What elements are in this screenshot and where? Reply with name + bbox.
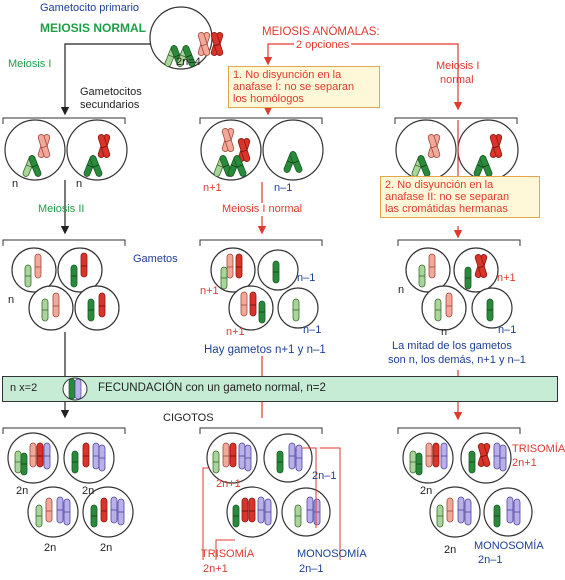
mid-gamete-4: n–1 [303,324,322,336]
mid-gamete-3: n+1 [226,326,245,338]
right-monosomy: MONOSOMÍA [474,540,544,552]
anomalous-title: MEIOSIS ANÓMALAS: [262,26,380,38]
right-gamete-4: n–1 [498,324,517,336]
normal-meiosis-title: MEIOSIS NORMAL [40,21,147,35]
right-gamete-3: n [441,326,448,338]
right-summary-1: La mitad de los gametos [392,340,512,352]
right-monosomy-value: 2n–1 [478,554,503,566]
bar-text: FECUNDACIÓN con un gameto normal, n=2 [98,382,326,394]
right-meiosis1-label-2: normal [440,74,474,86]
mid-monosomy: MONOSOMÍA [297,548,367,560]
right-meiosis1-label-1: Meiosis I [436,60,480,72]
zyg-left-2: 2n [82,485,95,497]
zygotes-label: CIGOTOS [163,412,214,424]
mid-gamete-1: n+1 [200,285,219,297]
zyg-left-4: 2n [100,542,113,554]
mid-meiosis-normal: Meiosis I normal [220,203,305,216]
gametes-label: Gametos [133,253,178,265]
right-gamete-2: n+1 [497,272,516,284]
primary-label: Gametocito primario [40,2,140,14]
secondary-label-1: Gametocitos [80,86,142,98]
zyg-right-2: 2n [444,544,457,556]
zyg-mid-1: 2n+1 [216,478,241,490]
mid-np1: n+1 [203,182,222,194]
mid-gamete-2: n–1 [297,272,316,284]
mid-trisomy: TRISOMÍA [201,548,255,560]
anomalous-options: 2 opciones [294,39,352,52]
mid-summary: Hay gametos n+1 y n–1 [204,344,326,356]
fertilization-bar [2,376,558,402]
right-trisomy-value: 2n+1 [512,457,537,469]
right-trisomy: TRISOMÍA [512,443,565,455]
mid-monosomy-value: 2n–1 [299,563,324,575]
bar-left-label: n x=2 [10,382,38,394]
secondary-label-2: secundarios [80,99,140,111]
right-summary-2: son n, los demás, n+1 y n–1 [388,354,526,366]
ploidy-label: 2n=4 [176,56,201,68]
zyg-right-1: 2n [420,485,433,497]
mid-nm1: n–1 [274,182,293,194]
meiosis2-label: Meiosis II [38,203,85,215]
zyg-left-1: 2n [16,485,29,497]
sperm-chromosome-icon [62,377,88,401]
mid-trisomy-value: 2n+1 [203,563,228,575]
left-gamete-n-1: n [8,294,15,306]
right-gamete-1: n [398,284,405,296]
zyg-mid-2: 2n–1 [312,470,337,482]
left-n-2: n [76,178,83,190]
note-anaphase-2: 2. No disyunción en la anafase II: no se… [380,176,540,218]
note-anaphase-1: 1. No disyunción en la anafase I: no se … [228,66,380,108]
meiosis1-label: Meiosis I [8,58,52,70]
zyg-left-3: 2n [44,542,57,554]
left-n-1: n [12,178,19,190]
